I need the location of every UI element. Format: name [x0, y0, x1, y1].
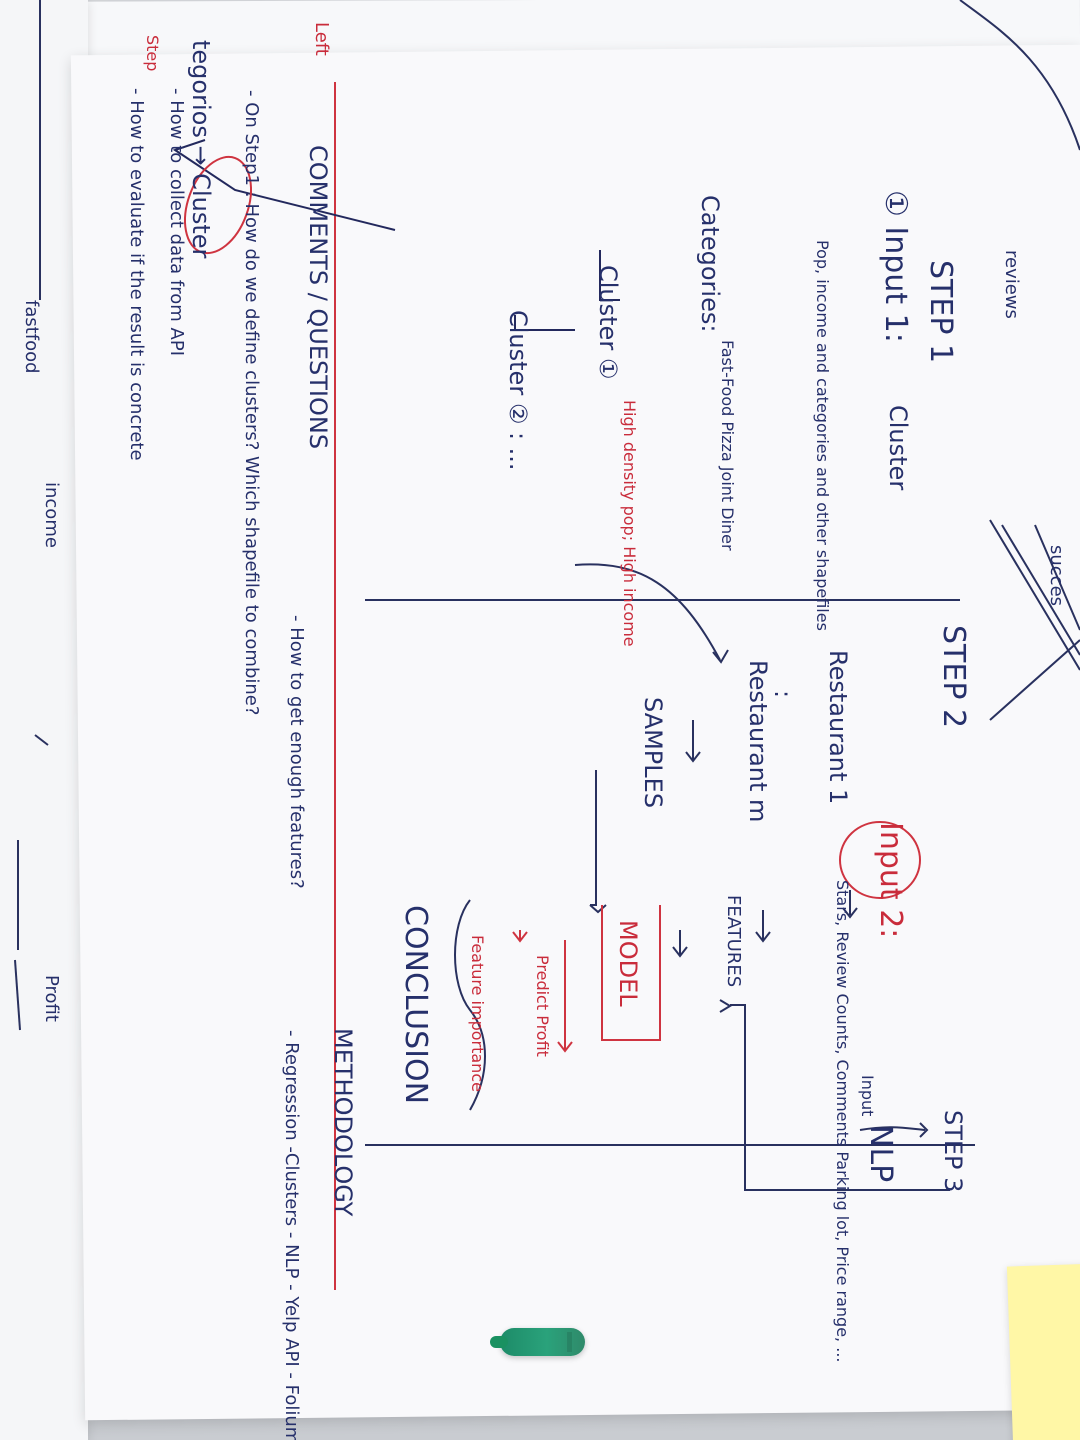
bg-fastfood: fastfood — [21, 300, 42, 374]
input2-label: Input 2: — [873, 822, 908, 939]
samples-label: SAMPLES — [639, 697, 667, 809]
categories-items: Fast-Food Pizza Joint Diner — [718, 340, 737, 551]
restaurant-m-label: Restaurant m — [744, 660, 772, 823]
methodology-list: - Regression -Clusters - NLP - Yelp API … — [281, 1030, 302, 1440]
corner-categories-note: tegorios → Cluster — [187, 40, 215, 259]
left-margin-left: Left — [311, 22, 332, 56]
green-marker-icon — [490, 1328, 585, 1356]
input1-detail: Pop, income and categories and other sha… — [813, 240, 832, 631]
features-label: FEATURES — [723, 895, 744, 988]
restaurant-ellipsis: : — [769, 690, 797, 699]
comment-q2: - How to collect data from API — [166, 88, 187, 357]
cluster2-label: Cluster ② : ... — [504, 310, 532, 471]
categories-label: Categories: — [696, 195, 724, 333]
cluster1-label: Cluster ① — [594, 265, 622, 380]
bg-profit: Profit — [41, 975, 62, 1022]
bg-income: income — [41, 482, 62, 548]
predict-profit-label: Predict Profit — [533, 955, 552, 1057]
step2-title: STEP 2 — [936, 625, 971, 729]
success-note: succes — [1046, 545, 1067, 607]
input1-heading: ① Input 1: — [878, 190, 913, 343]
conclusion-label: CONCLUSION — [398, 905, 433, 1105]
comment-q3: - How to evaluate if the result is concr… — [126, 88, 147, 461]
step3-title: STEP 3 — [939, 1110, 967, 1193]
reviews-note: reviews — [1001, 250, 1022, 319]
input2-detail: Stars, Review Counts, Comments Parking l… — [833, 880, 852, 1363]
restaurant1-label: Restaurant 1 — [824, 650, 852, 805]
feature-importance-label: Feature importance — [468, 935, 487, 1092]
cluster-label: Cluster — [884, 405, 912, 491]
nlp-label: NLP — [863, 1125, 898, 1183]
comments-title: COMMENTS / QUESTIONS — [304, 145, 332, 450]
step3-input-tag: Input — [858, 1075, 877, 1117]
model-label: MODEL — [614, 920, 642, 1007]
comment-q1: - On Step1 : How do we define clusters? … — [241, 90, 262, 716]
cluster1-detail: High density pop; High income — [620, 400, 639, 647]
left-margin-step: Step — [143, 35, 162, 72]
comment-q4: - How to get enough features? — [286, 615, 307, 889]
methodology-title: METHODOLOGY — [329, 1028, 357, 1217]
step1-title: STEP 1 — [923, 260, 958, 364]
